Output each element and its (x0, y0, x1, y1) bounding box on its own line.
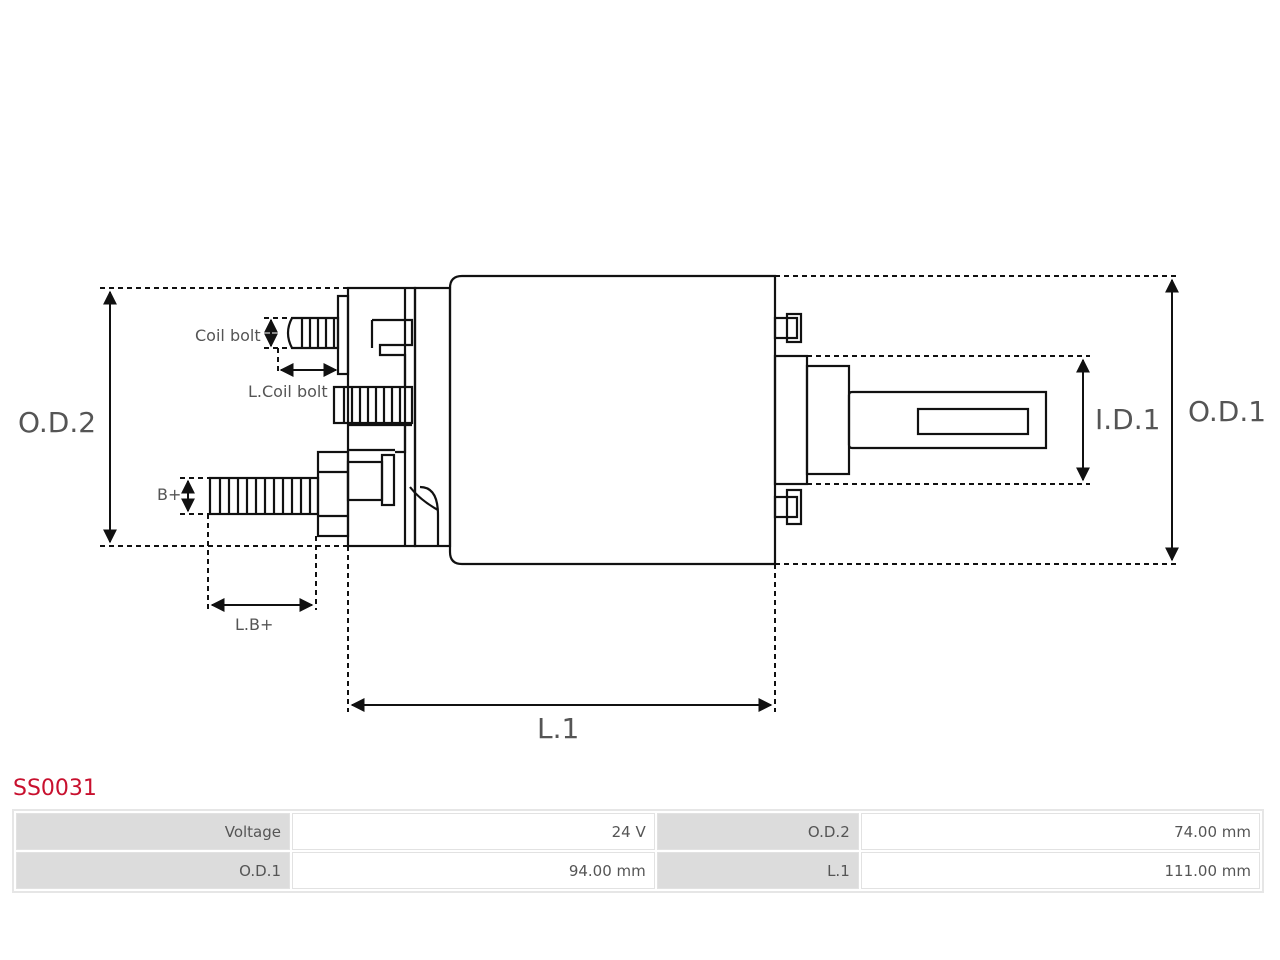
b-plus-bolt (208, 450, 396, 538)
coil-bolt (286, 294, 350, 376)
od2-label: O.D.2 (18, 406, 96, 439)
l-coil-bolt-label: L.Coil bolt (248, 382, 328, 401)
spec-value-od1: 94.00 mm (292, 852, 655, 889)
spec-value-od2: 74.00 mm (860, 813, 1260, 850)
id1-label: I.D.1 (1095, 403, 1160, 436)
spec-value-l1: 111.00 mm (860, 852, 1260, 889)
spec-key-l1: L.1 (656, 852, 859, 889)
part-number-title: SS0031 (13, 776, 97, 801)
dimension-arrows (103, 278, 1179, 712)
table-row: O.D.1 94.00 mm L.1 111.00 mm (16, 852, 1260, 889)
solenoid-body (208, 274, 1048, 566)
coil-bolt-label: Coil bolt (195, 326, 261, 345)
plunger (773, 312, 1048, 526)
solenoid-dimension-diagram: O.D.2 O.D.1 I.D.1 L.1 Coil bolt L.Coil b… (18, 274, 1266, 745)
middle-stud (332, 385, 414, 425)
od1-label: O.D.1 (1188, 395, 1266, 428)
spec-table: Voltage 24 V O.D.2 74.00 mm O.D.1 94.00 … (12, 809, 1264, 893)
b-plus-label: B+ (157, 485, 181, 504)
spec-key-voltage: Voltage (16, 813, 290, 850)
table-row: Voltage 24 V O.D.2 74.00 mm (16, 813, 1260, 850)
spec-key-od1: O.D.1 (16, 852, 290, 889)
spec-key-od2: O.D.2 (656, 813, 859, 850)
spec-value-voltage: 24 V (292, 813, 655, 850)
l1-label: L.1 (537, 712, 579, 745)
l-b-plus-label: L.B+ (235, 615, 273, 634)
dimension-lines (100, 275, 1180, 712)
